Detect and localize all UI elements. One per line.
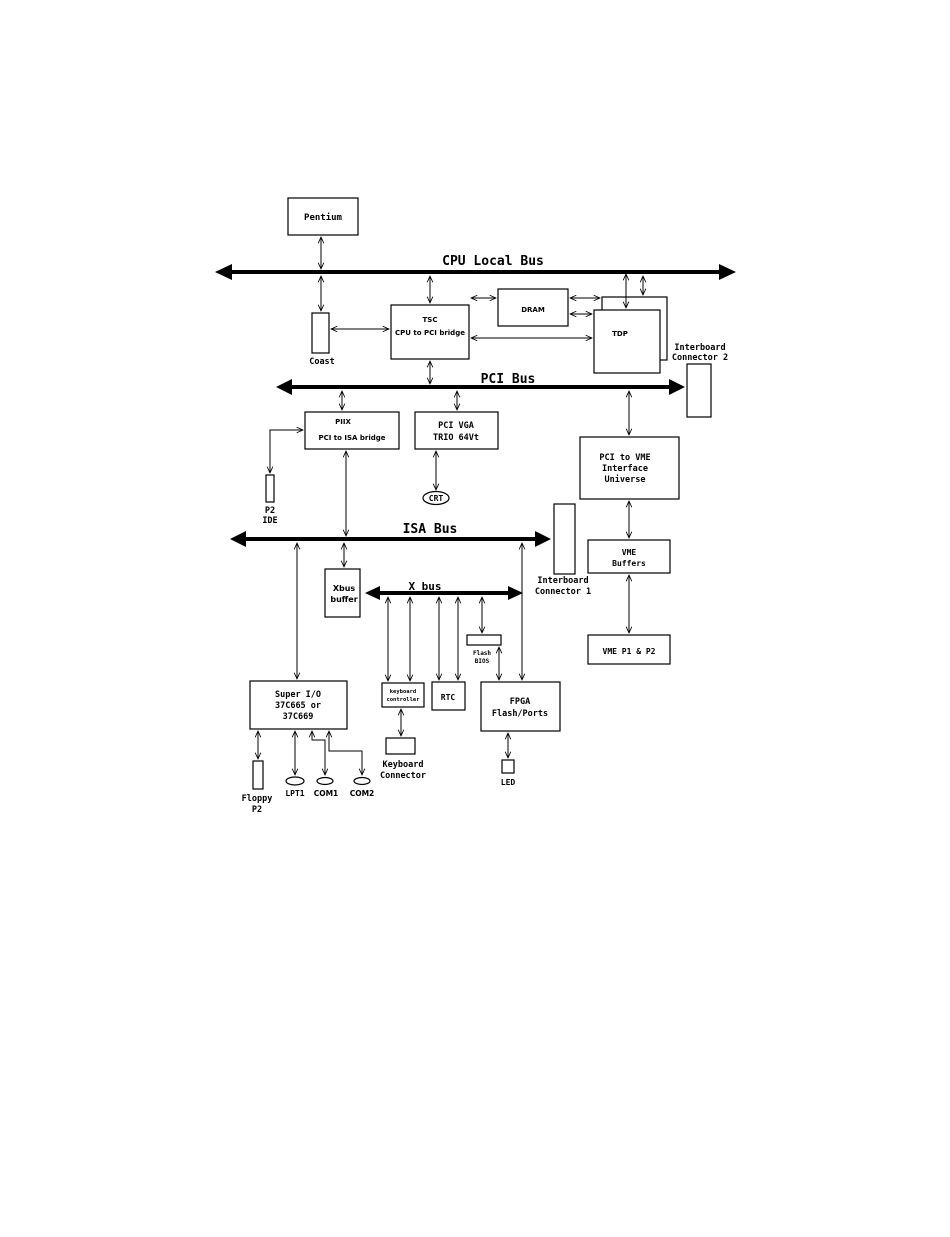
pci-to-vme-block: PCI to VME Interface Universe [579,436,680,500]
kbconn-label: Keyboard [383,760,424,770]
isa-bus-label: ISA Bus [403,522,458,537]
flash-label: Flash [473,650,491,657]
vmebuf-label: VME [622,548,637,557]
vga-sublabel: TRIO 64Vt [433,433,479,443]
x-bus-label: X bus [408,580,441,593]
crt-connector: CRT [422,490,450,506]
p2-ide-connector: P2 IDE [262,474,278,526]
coast-block: Coast [309,312,335,367]
p2ide-label: P2 [265,506,275,516]
cpu-local-bus: CPU Local Bus [215,254,736,280]
tsc-block: TSC CPU to PCI bridge [390,304,470,360]
interboard-connector-1: Interboard Connector 1 [535,503,591,597]
tdp-label: TDP [612,330,628,338]
isa-bus: ISA Bus [230,522,551,547]
connections [258,237,643,775]
pcivme-sublabel-1: Interface [602,464,648,474]
kbconn-sublabel: Connector [380,771,426,781]
pentium-label: Pentium [304,212,343,223]
floppy-sublabel: P2 [252,805,262,815]
superio-sublabel-2: 37C669 [283,712,314,722]
kbc-label: keyboard [390,689,417,695]
keyboard-connector-block: Keyboard Connector [380,737,426,781]
tdp-block: TDP [593,296,668,374]
led-label: LED [501,778,516,787]
interboard1-sublabel: Connector 1 [535,587,591,597]
com1-label: COM1 [314,789,339,798]
com1-connector: COM1 [314,776,339,798]
interboard1-label: Interboard [537,576,588,586]
flash-sublabel: BIOS [475,658,490,665]
piix-label: PIIX [335,418,351,426]
lpt1-connector: LPT1 [285,776,305,798]
piix-sublabel: PCI to ISA bridge [318,434,385,442]
vme-buffers-block: VME Buffers [587,539,671,574]
fpga-sublabel: Flash/Ports [492,709,548,719]
piix-block: PIIX PCI to ISA bridge [304,411,400,450]
interboard2-sublabel: Connector 2 [672,353,728,363]
xbuf-sublabel: buffer [330,595,357,604]
floppy-label: Floppy [242,794,273,804]
crt-label: CRT [429,494,444,503]
floppy-connector: Floppy P2 [242,760,273,815]
superio-label: Super I/O [275,690,321,700]
coast-label: Coast [309,357,335,367]
pentium-block: Pentium [287,197,359,236]
xbus-buffer-block: Xbus buffer [324,568,361,618]
com2-connector: COM2 [350,776,375,798]
vmep-label: VME P1 & P2 [603,647,656,656]
led-block: LED [501,759,516,787]
pcivme-label: PCI to VME [599,453,650,463]
rtc-label: RTC [441,693,456,702]
com2-label: COM2 [350,789,375,798]
vga-label: PCI VGA [438,421,474,431]
rtc-block: RTC [431,681,466,711]
dram-label: DRAM [521,306,545,314]
superio-sublabel-1: 37C665 or [275,701,321,711]
kbc-sublabel: controller [386,697,420,703]
cpu-local-bus-label: CPU Local Bus [442,254,544,269]
vme-p1-p2-block: VME P1 & P2 [587,634,671,665]
lpt1-label: LPT1 [285,789,304,798]
p2ide-sublabel: IDE [262,516,277,526]
interboard2-label: Interboard [674,343,725,353]
pci-vga-block: PCI VGA TRIO 64Vt [414,411,499,450]
tsc-sublabel: CPU to PCI bridge [395,329,465,337]
fpga-label: FPGA [510,697,530,707]
x-bus: X bus [365,580,523,600]
flash-bios-block: Flash BIOS [466,634,502,665]
pcivme-sublabel-2: Universe [605,474,646,485]
vmebuf-sublabel: Buffers [612,559,646,568]
keyboard-controller-block: keyboard controller [381,682,425,708]
fpga-block: FPGA Flash/Ports [480,681,561,732]
xbuf-label: Xbus [333,584,356,593]
dram-block: DRAM [497,288,569,327]
pci-bus-label: PCI Bus [481,372,536,387]
super-io-block: Super I/O 37C665 or 37C669 [249,680,348,730]
interboard-connector-2: Interboard Connector 2 [672,343,728,418]
pci-bus: PCI Bus [276,372,685,395]
tsc-label: TSC [423,316,438,324]
